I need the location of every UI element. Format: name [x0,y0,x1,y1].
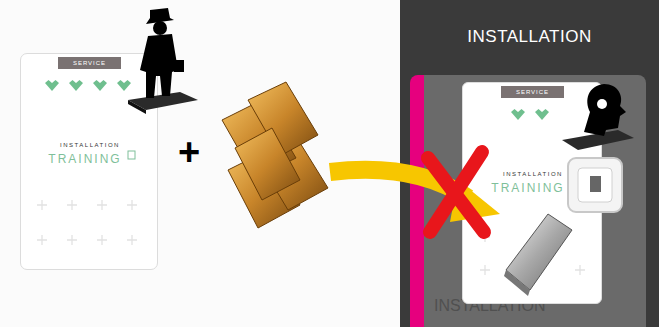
area-panel: INSTALLATION INSTALLATION SERVICEINSTALLAT… [400,0,659,327]
heart-icons [45,80,131,91]
silver-bar [504,214,572,296]
service-card: SERVICE INSTALLATION TRAINING [20,53,158,270]
flow-arrow-head [450,180,500,222]
operator-figure [562,84,634,150]
card-text: INSTALLATION [21,142,159,148]
card-header: SERVICE [58,57,121,69]
card-text: TRAINING [463,181,593,195]
chip-icon [568,158,622,212]
training-icon [582,180,589,188]
card-text: INSTALLATION [463,171,603,177]
flow-arrow [330,170,468,198]
service-card: SERVICE INSTALLATION TRAINING [462,82,602,304]
forbidden-cross [428,152,484,232]
card-header: SERVICE [501,86,564,98]
card-text: INSTALLATION [400,27,659,47]
card-text: TRAINING [21,152,149,166]
plus-sign: + [178,132,200,172]
grid-marks [37,200,137,245]
grid-marks [480,232,585,275]
gold-bars [222,82,328,228]
heart-icons [511,109,549,120]
worker-meeple [128,8,198,114]
slot-band: INSTALLATIONSERVICE INSTALLATION TRAINING [410,75,646,327]
training-icon [128,151,135,159]
